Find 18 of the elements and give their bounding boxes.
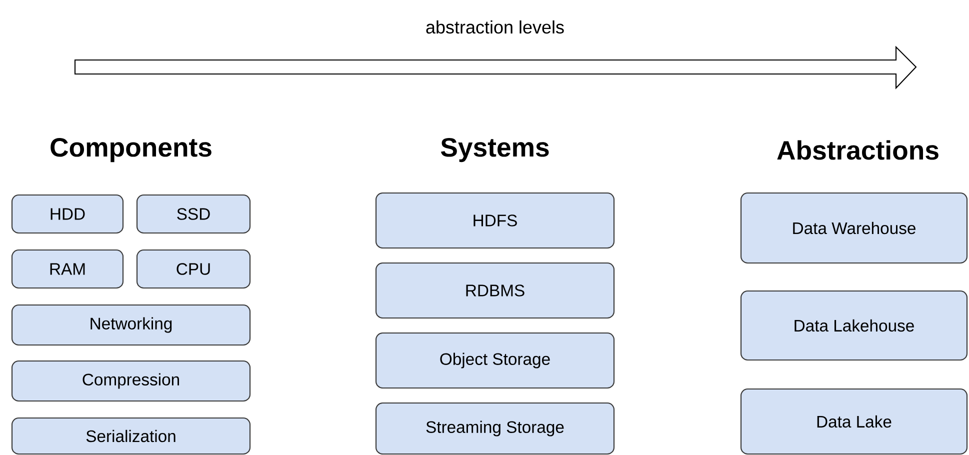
process-box: HDFS — [375, 192, 615, 249]
column-heading: Components — [50, 138, 212, 162]
process-box: Streaming Storage — [375, 402, 615, 455]
column-heading: Systems — [440, 138, 549, 162]
process-box: HDD — [11, 194, 124, 234]
arrow-label: abstraction levels — [426, 20, 564, 34]
process-box: Data Lake — [740, 388, 968, 455]
column-heading: Abstractions — [777, 140, 938, 160]
process-box: Networking — [11, 304, 251, 346]
process-box: RDBMS — [375, 262, 615, 319]
process-box: SSD — [136, 194, 251, 234]
process-box: Compression — [11, 360, 251, 402]
process-box: CPU — [136, 249, 251, 289]
process-box: Data Lakehouse — [740, 290, 968, 361]
process-box: Object Storage — [375, 332, 615, 389]
process-box: Data Warehouse — [740, 192, 968, 264]
process-box: Serialization — [11, 417, 251, 455]
process-box: RAM — [11, 249, 124, 289]
